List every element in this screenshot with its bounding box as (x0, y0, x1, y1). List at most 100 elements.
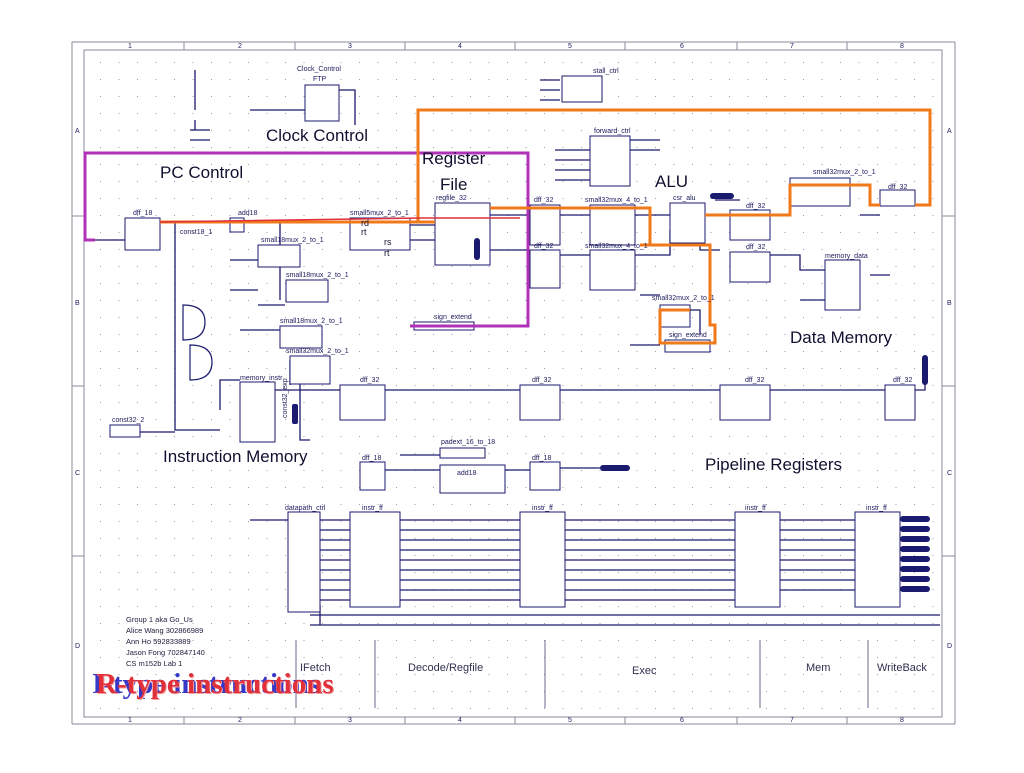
mux2-dm-label: small32mux_2_to_1 (813, 169, 876, 176)
column-label-5-bottom: 5 (568, 717, 572, 724)
column-label-6: 6 (680, 43, 684, 50)
column-ticks (72, 42, 955, 724)
register-file-label-line1: Register (422, 149, 486, 168)
clock-control-label: Clock Control (266, 126, 369, 145)
small18mux-a-label: small18mux_2_to_1 (261, 237, 324, 244)
mux2-alu-label: small32mux_2_to_1 (652, 295, 715, 302)
credits-member-3: Jason Fong 702847140 (126, 648, 205, 657)
stall-ctrl-label: stall_ctrl (593, 68, 619, 75)
column-label-4: 4 (458, 43, 462, 50)
credits-course: CS m152b Lab 1 (126, 659, 183, 668)
dff32-a-label: dff_32 (534, 197, 554, 204)
data-memory-label: Data Memory (790, 328, 893, 347)
component-boxes (109, 75, 916, 613)
memory-instr-label: memory_instr (240, 375, 283, 382)
small-glyphs (292, 193, 930, 592)
column-label-1: 1 (128, 43, 132, 50)
pin-rd: rd (361, 218, 370, 228)
row-label-b-right: B (947, 300, 952, 307)
pc-control-outline (83, 151, 530, 328)
dff32-e-label: dff_32 (888, 184, 908, 191)
register-file-label-line2: File (440, 175, 468, 194)
column-label-3-bottom: 3 (348, 717, 352, 724)
add18-label: add18 (238, 210, 258, 217)
column-label-2-bottom: 2 (238, 717, 242, 724)
credits-member-1: Alice Wang 302866989 (126, 626, 204, 635)
row-label-c-right: C (947, 470, 953, 477)
row-label-b: B (75, 300, 80, 307)
column-label-7: 7 (790, 43, 794, 50)
pin-rt: rt (361, 227, 367, 237)
sign-extend-alu-label: sign_extend (669, 332, 707, 339)
credits-group: Group 1 aka Go_Us (126, 615, 193, 624)
column-label-8: 8 (900, 43, 904, 50)
dff32-b-label: dff_32 (534, 243, 554, 250)
small32mux-pc-label: small32mux_2_to_1 (286, 348, 349, 355)
row-label-a-right: A (947, 128, 952, 135)
instr-ff-4-label: instr_ff (866, 505, 887, 512)
dff32-p2-label: dff_32 (532, 377, 552, 384)
pc-control-label: PC Control (160, 163, 244, 182)
column-label-8-bottom: 8 (900, 717, 904, 724)
title-i-type: I-type instructions (92, 668, 320, 700)
column-label-3: 3 (348, 43, 352, 50)
mux4-b-label: small32mux_4_to_1 (585, 243, 648, 250)
ftp-block-label: FTP (313, 76, 327, 83)
pin-rt-2: rt (384, 248, 390, 258)
alu-label: ALU (655, 172, 689, 191)
dff18-p-label: dff_18 (362, 455, 382, 462)
memory-data-label: memory_data (825, 253, 868, 260)
csr-alu-label: csr_alu (673, 195, 696, 202)
instr-ff-3-label: instr_ff (745, 505, 766, 512)
const18-label: const18_1 (180, 229, 213, 236)
mux4-a-label: small32mux_4_to_1 (585, 197, 648, 204)
padext-label: padext_16_to_18 (441, 439, 496, 446)
credits-block: Group 1 aka Go_Us Alice Wang 302866989 A… (126, 614, 205, 669)
row-label-c: C (75, 470, 81, 477)
instruction-memory-label: Instruction Memory (163, 447, 308, 466)
dff32-d-label: dff_32 (746, 244, 766, 251)
column-label-6-bottom: 6 (680, 717, 684, 724)
column-label-1-bottom: 1 (128, 717, 132, 724)
stage-decode: Decode/Regfile (408, 662, 484, 674)
small18mux-c-label: small18mux_2_to_1 (280, 318, 343, 325)
dff32-p4-label: dff_32 (893, 377, 913, 384)
pipeline-registers-label: Pipeline Registers (705, 455, 843, 474)
row-label-d: D (75, 643, 81, 650)
row-label-d-right: D (947, 643, 953, 650)
dff18-label: dff_18 (133, 210, 153, 217)
pin-rs: rs (384, 237, 392, 247)
red-highlight-wire (159, 217, 520, 223)
dff32-c-label: dff_32 (746, 203, 766, 210)
dff32-p3-label: dff_32 (745, 377, 765, 384)
add18-b-label: add18 (457, 470, 477, 477)
r-type-datapath-highlight (160, 108, 932, 345)
and-gates (182, 304, 213, 381)
stage-mem: Mem (806, 662, 831, 674)
small5mux-label: small5mux_2_to_1 (350, 210, 409, 217)
stage-exec: Exec (632, 665, 657, 677)
forward-ctrl-label: forward_ctrl (594, 128, 631, 135)
stage-writeback: WriteBack (877, 662, 927, 674)
column-label-5: 5 (568, 43, 572, 50)
row-label-a: A (75, 128, 80, 135)
instr-ff-2-label: instr_ff (532, 505, 553, 512)
column-label-2: 2 (238, 43, 242, 50)
stage-fetch: IFetch (300, 662, 331, 674)
credits-member-2: Ann Ho 592833889 (126, 637, 191, 646)
const32-label: const32_2 (112, 417, 145, 424)
sign-extend-rf-label: sign_extend (434, 314, 472, 321)
dff18-q-label: dff_18 (532, 455, 552, 462)
clock-control-block-label: Clock_Control (297, 66, 341, 73)
title-r-type: R-type instructions (96, 668, 334, 700)
small18mux-b-label: small18mux_2_to_1 (286, 272, 349, 279)
column-label-4-bottom: 4 (458, 717, 462, 724)
sheet-frame (83, 49, 943, 718)
instr-ff-1-label: instr_ff (362, 505, 383, 512)
dff32-p1-label: dff_32 (360, 377, 380, 384)
regfile-label: regfile_32 (436, 195, 467, 202)
datapath-ctrl-label: datapath_ctrl (285, 505, 326, 512)
